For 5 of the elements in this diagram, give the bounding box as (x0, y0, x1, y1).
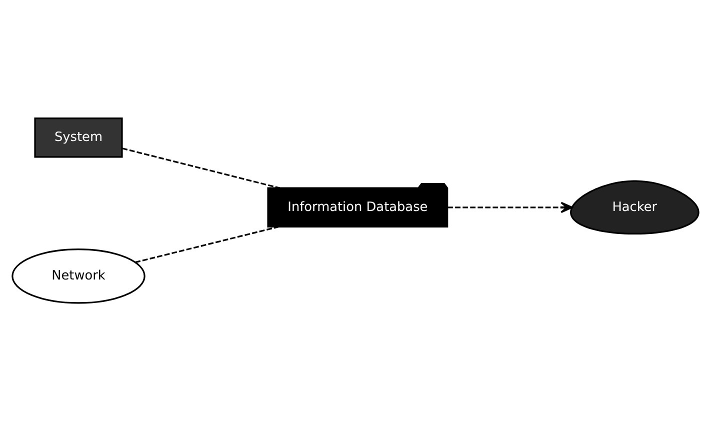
connector (135, 226, 279, 264)
node-box: System (34, 118, 123, 158)
node-ellipse: Network (12, 248, 146, 304)
connector (122, 148, 280, 189)
arrow (448, 202, 573, 214)
